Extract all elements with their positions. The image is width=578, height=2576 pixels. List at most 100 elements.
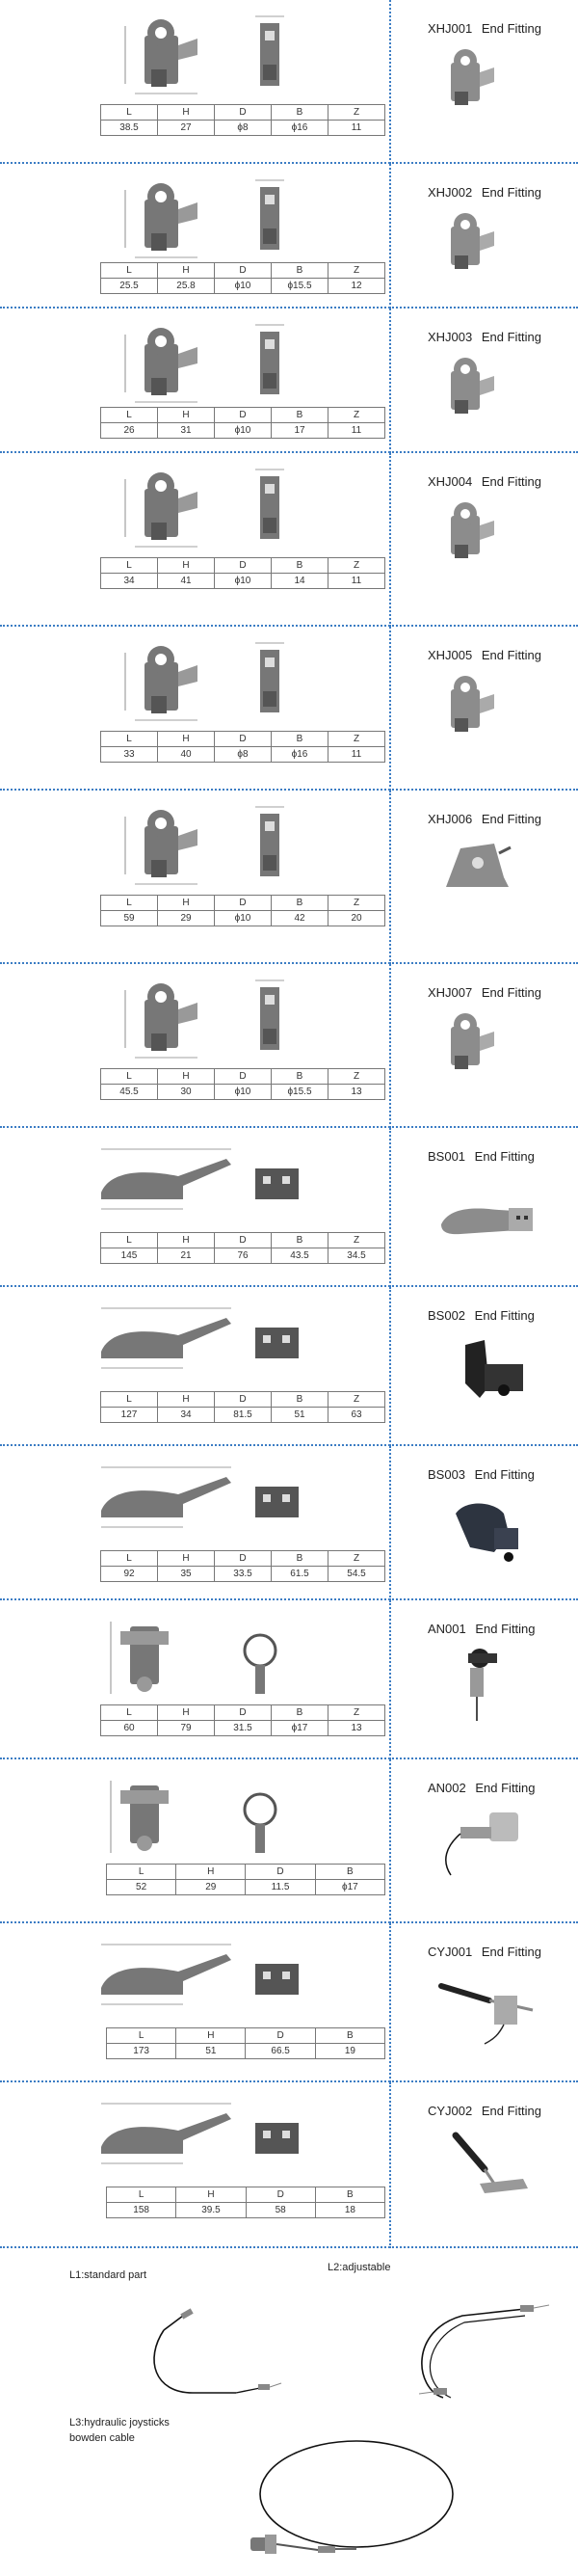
product-photo <box>445 1812 518 1876</box>
product-photo <box>451 358 494 414</box>
product-title: XHJ005 End Fitting <box>428 648 541 662</box>
dimension-value-h: 29 <box>175 1879 247 1895</box>
column-divider <box>389 453 391 627</box>
dimension-value-l: 45.5 <box>100 1084 158 1100</box>
dimension-value-z: 12 <box>328 278 385 294</box>
dimension-value-l: 25.5 <box>100 278 158 294</box>
dimension-header-l: L <box>100 1550 158 1567</box>
product-label: End Fitting <box>474 1149 535 1164</box>
row-separator <box>0 962 578 964</box>
dimension-value-h: 39.5 <box>175 2202 247 2218</box>
technical-drawing <box>124 15 284 94</box>
product-code: XHJ007 <box>428 985 473 1000</box>
cable-l1-image <box>153 2308 282 2394</box>
product-info-panel: BS001 End Fitting <box>393 1128 578 1287</box>
product-title: CYJ001 End Fitting <box>428 1945 541 1959</box>
product-title: XHJ004 End Fitting <box>428 474 541 489</box>
product-photo <box>452 2132 528 2193</box>
dimension-value-l: 59 <box>100 910 158 926</box>
dimension-value-l: 127 <box>100 1407 158 1423</box>
dimension-value-d: 81.5 <box>214 1407 272 1423</box>
product-label: End Fitting <box>481 185 542 200</box>
dimension-header-z: Z <box>328 1391 385 1408</box>
dimension-header-l: L <box>105 2027 177 2044</box>
dimension-header-l: L <box>105 1864 177 1880</box>
dimension-value-l: 34 <box>100 573 158 589</box>
dimension-value-z: 20 <box>328 910 385 926</box>
dimension-value-b: 17 <box>271 422 328 439</box>
product-code: XHJ005 <box>428 648 473 662</box>
dimension-value-d: 76 <box>214 1248 272 1264</box>
product-info-panel: XHJ005 End Fitting <box>393 627 578 791</box>
dimension-header-b: B <box>271 1704 328 1721</box>
column-divider <box>389 964 391 1128</box>
row-separator <box>0 1921 578 1923</box>
column-divider <box>389 1759 391 1923</box>
column-divider <box>389 2082 391 2248</box>
product-info-panel: CYJ001 End Fitting <box>393 1923 578 2082</box>
dimension-header-d: D <box>214 731 272 747</box>
dimension-value-l: 26 <box>100 422 158 439</box>
dimension-header-d: D <box>245 1864 316 1880</box>
product-photo <box>451 676 494 732</box>
dimension-header-z: Z <box>328 557 385 574</box>
dimension-header-l: L <box>105 2187 177 2203</box>
dimension-value-h: 35 <box>157 1566 215 1582</box>
dimension-value-h: 40 <box>157 746 215 763</box>
column-divider <box>389 627 391 791</box>
product-code: AN002 <box>428 1781 466 1795</box>
product-title: CYJ002 End Fitting <box>428 2104 541 2118</box>
dimension-header-l: L <box>100 895 158 911</box>
technical-drawing <box>124 469 284 548</box>
dimension-header-d: D <box>214 557 272 574</box>
dimension-header-h: H <box>175 1864 247 1880</box>
dimension-value-h: 29 <box>157 910 215 926</box>
dimension-header-h: H <box>157 1391 215 1408</box>
product-info-panel: XHJ006 End Fitting <box>393 791 578 964</box>
row-separator <box>0 789 578 791</box>
column-divider <box>389 164 391 309</box>
dimension-header-z: Z <box>328 262 385 279</box>
column-divider <box>389 309 391 453</box>
technical-drawing <box>124 979 284 1059</box>
dimension-value-h: 34 <box>157 1407 215 1423</box>
cable-l3-label-2: bowden cable <box>69 2432 135 2444</box>
dimension-header-b: B <box>271 1550 328 1567</box>
dimension-header-h: H <box>157 407 215 423</box>
dimension-value-d: 31.5 <box>214 1720 272 1736</box>
dimension-value-b: 14 <box>271 573 328 589</box>
dimension-header-z: Z <box>328 895 385 911</box>
dimension-value-l: 52 <box>105 1879 177 1895</box>
dimension-header-z: Z <box>328 1068 385 1085</box>
cable-l3-image <box>250 2440 454 2554</box>
dimension-value-d: 66.5 <box>245 2043 316 2059</box>
product-label: End Fitting <box>481 474 542 489</box>
row-separator <box>0 1758 578 1759</box>
product-info-panel: AN001 End Fitting <box>393 1600 578 1759</box>
dimension-value-l: 38.5 <box>100 120 158 136</box>
cable-l2-label: L2:adjustable <box>328 2262 391 2273</box>
dimension-header-d: D <box>214 895 272 911</box>
row-separator <box>0 625 578 627</box>
row-separator <box>0 451 578 453</box>
product-code: XHJ004 <box>428 474 473 489</box>
technical-drawing <box>110 1622 277 1694</box>
dimension-header-z: Z <box>328 1704 385 1721</box>
dimension-value-z: 54.5 <box>328 1566 385 1582</box>
dimension-header-l: L <box>100 1068 158 1085</box>
dimension-value-h: 51 <box>175 2043 247 2059</box>
dimension-header-b: B <box>271 104 328 121</box>
product-title: BS003 End Fitting <box>428 1467 535 1482</box>
